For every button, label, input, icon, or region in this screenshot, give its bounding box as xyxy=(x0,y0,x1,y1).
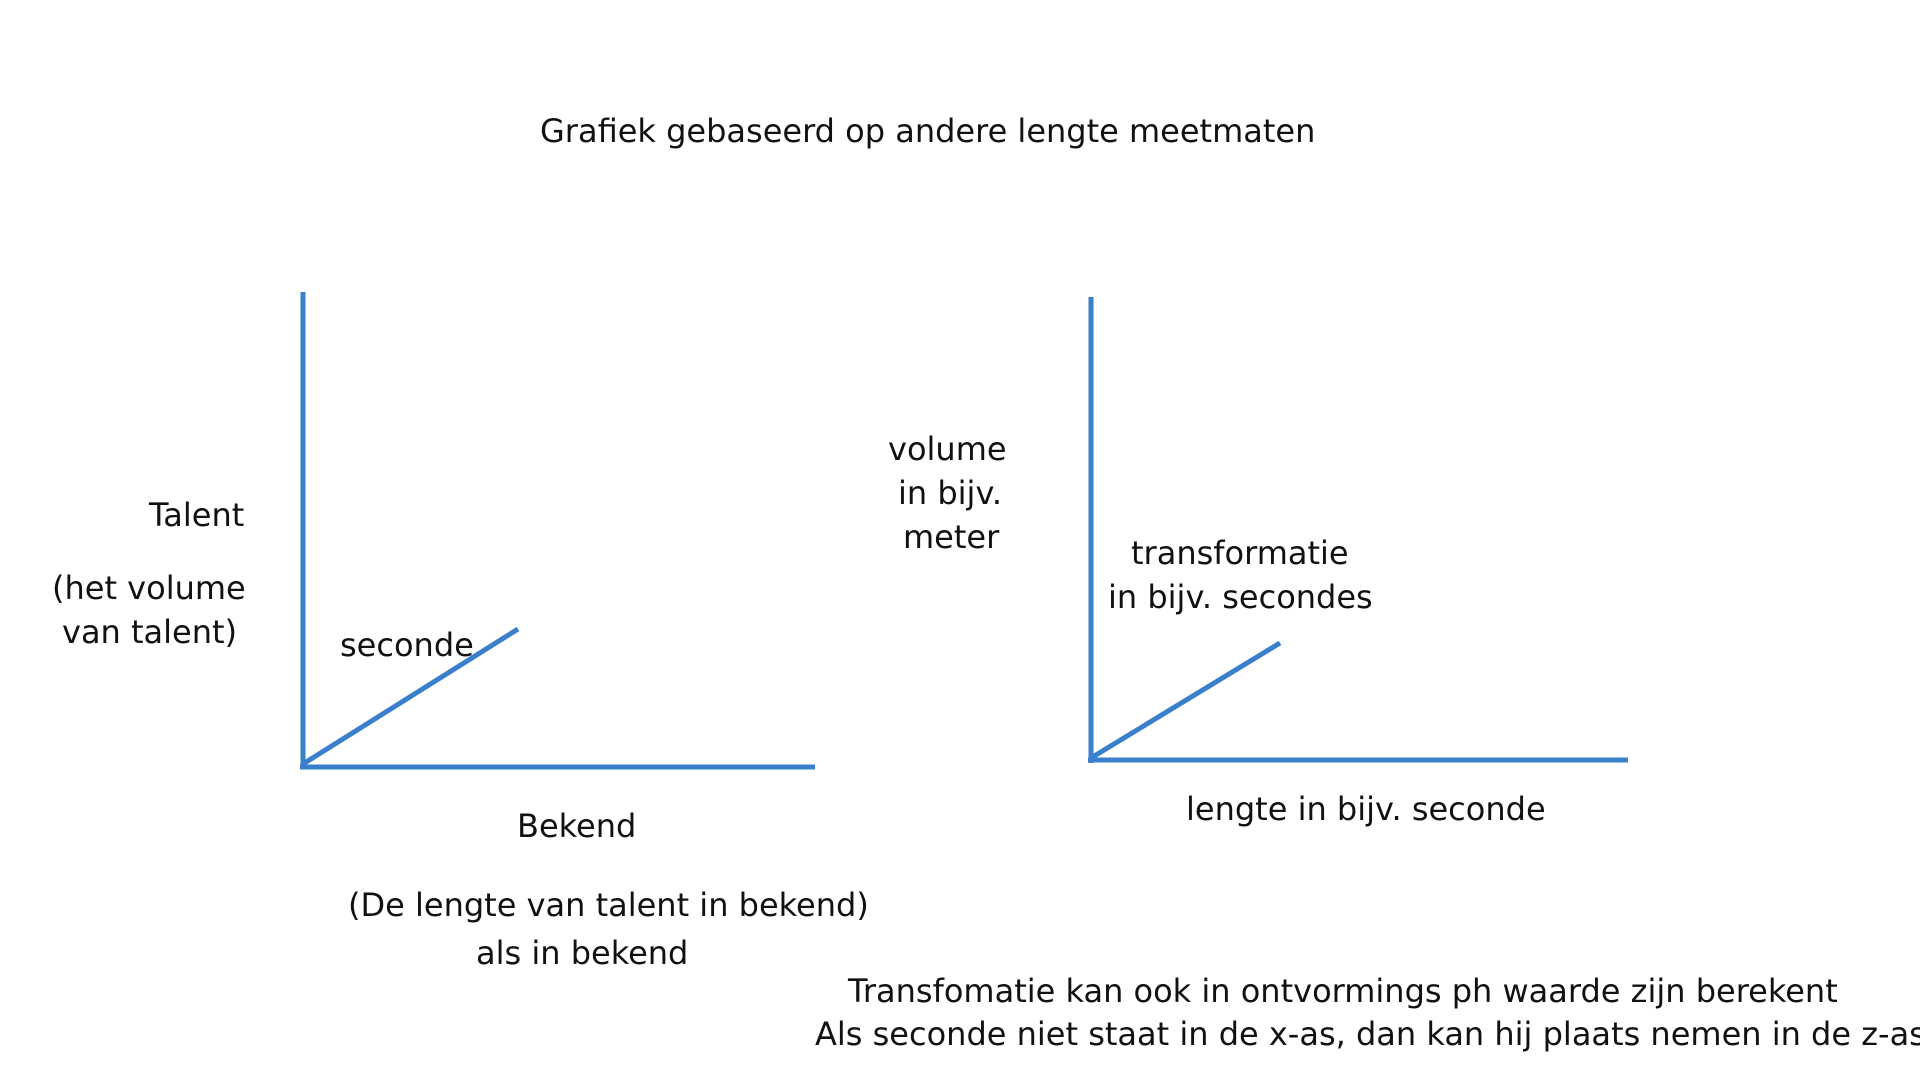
left-y-label: Talent xyxy=(149,496,245,534)
right-line-label-2: in bijv. secondes xyxy=(1108,578,1373,616)
page-title: Grafiek gebaseerd op andere lengte meetm… xyxy=(540,112,1316,150)
note-line-1: Transfomatie kan ook in ontvormings ph w… xyxy=(848,972,1838,1010)
left-y-sublabel-1: (het volume xyxy=(52,569,246,607)
left-seconde-line xyxy=(301,626,520,767)
right-y-label-3: meter xyxy=(903,518,1000,556)
left-line-label: seconde xyxy=(340,626,474,664)
right-y-label-1: volume xyxy=(888,430,1007,468)
left-x-sublabel-1: (De lengte van talent in bekend) xyxy=(348,886,869,924)
right-transformatie-line xyxy=(1089,640,1282,761)
left-x-sublabel-2: als in bekend xyxy=(476,934,689,972)
left-y-sublabel-2: van talent) xyxy=(62,613,238,651)
left-x-label: Bekend xyxy=(517,807,637,845)
right-line-label-1: transformatie xyxy=(1131,534,1349,572)
right-y-label-2: in bijv. xyxy=(898,474,1003,512)
note-line-2: Als seconde niet staat in de x-as, dan k… xyxy=(815,1015,1920,1053)
right-x-label: lengte in bijv. seconde xyxy=(1186,790,1546,828)
